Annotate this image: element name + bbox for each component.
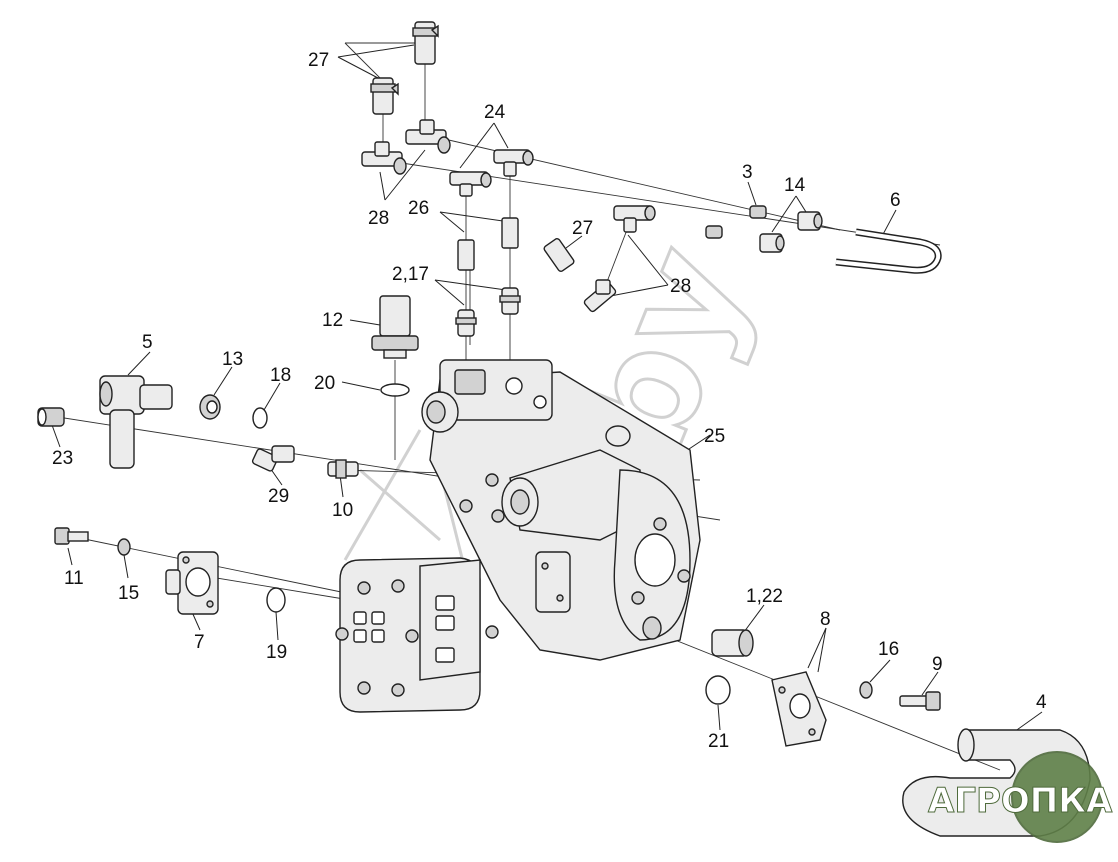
part-24-tee-left xyxy=(449,171,492,197)
part-28-tee-upper xyxy=(405,119,451,154)
label-25: 25 xyxy=(704,426,725,447)
part-2-17-union-left xyxy=(455,309,477,337)
label-24: 24 xyxy=(484,102,506,123)
part-19-o-ring xyxy=(266,587,286,613)
agropka-logo: АГРОПКА xyxy=(928,751,1114,843)
part-18-ring xyxy=(252,407,268,429)
label-27-top: 27 xyxy=(308,50,329,71)
part-27-adapter-left xyxy=(370,77,399,115)
part-25-pump-body xyxy=(335,359,701,713)
label-1-22: 1,22 xyxy=(746,586,783,607)
part-29-elbow xyxy=(251,445,295,472)
part-3-nut-upper xyxy=(749,205,767,219)
label-6: 6 xyxy=(890,190,901,211)
label-23: 23 xyxy=(52,448,73,469)
part-8-split-flange xyxy=(771,671,827,747)
label-9: 9 xyxy=(932,654,943,675)
label-21: 21 xyxy=(708,731,729,752)
part-21-o-ring xyxy=(705,675,731,705)
label-20: 20 xyxy=(314,373,335,394)
part-7-flange xyxy=(165,551,219,615)
part-10-union xyxy=(327,459,359,479)
label-28-right: 28 xyxy=(670,276,691,297)
part-20-o-ring xyxy=(380,383,410,397)
part-9-bolt xyxy=(899,691,941,711)
label-7: 7 xyxy=(194,632,205,653)
label-11: 11 xyxy=(64,568,84,589)
part-27-adapter-top xyxy=(412,21,439,65)
part-5-elbow-housing xyxy=(99,375,173,469)
logo-text: АГРОПКА xyxy=(928,781,1113,821)
label-27-right: 27 xyxy=(572,218,593,239)
part-27-elbow-right xyxy=(543,238,575,272)
label-8: 8 xyxy=(820,609,831,630)
part-14-nut-lower xyxy=(759,233,785,253)
logo-circle xyxy=(1011,751,1103,843)
label-26: 26 xyxy=(408,198,429,219)
part-15-washer xyxy=(117,538,131,556)
label-18: 18 xyxy=(270,365,291,386)
part-6-u-tube xyxy=(835,228,942,274)
part-26-sleeve-right xyxy=(501,217,519,249)
part-1-22-fitting xyxy=(711,629,754,657)
part-26-sleeve-left xyxy=(457,239,475,271)
label-5: 5 xyxy=(142,332,153,353)
label-4: 4 xyxy=(1036,692,1047,713)
part-28-tee-right-upper xyxy=(613,205,656,233)
part-23-plug xyxy=(37,407,65,427)
part-11-bolt xyxy=(54,527,89,545)
part-2-17-union-right xyxy=(499,287,521,315)
part-labels: 27 24 3 14 6 28 26 27 2,17 28 12 5 13 18… xyxy=(52,50,1047,752)
part-3-nut-lower xyxy=(705,225,723,239)
label-10: 10 xyxy=(332,500,353,521)
label-12: 12 xyxy=(322,310,343,331)
part-16-washer xyxy=(859,681,873,699)
part-13-nut xyxy=(199,394,221,420)
label-19: 19 xyxy=(266,642,287,663)
label-16: 16 xyxy=(878,639,899,660)
label-14: 14 xyxy=(784,175,806,196)
part-24-tee-right xyxy=(493,149,534,177)
part-12-sender xyxy=(371,295,419,359)
label-13: 13 xyxy=(222,349,243,370)
part-28-tee-right-lower xyxy=(583,279,617,313)
part-14-nut-upper xyxy=(797,211,823,231)
label-28-left: 28 xyxy=(368,208,389,229)
label-3: 3 xyxy=(742,162,753,183)
part-28-tee-left xyxy=(361,141,407,175)
label-15: 15 xyxy=(118,583,139,604)
label-29: 29 xyxy=(268,486,289,507)
label-2-17: 2,17 xyxy=(392,264,429,285)
